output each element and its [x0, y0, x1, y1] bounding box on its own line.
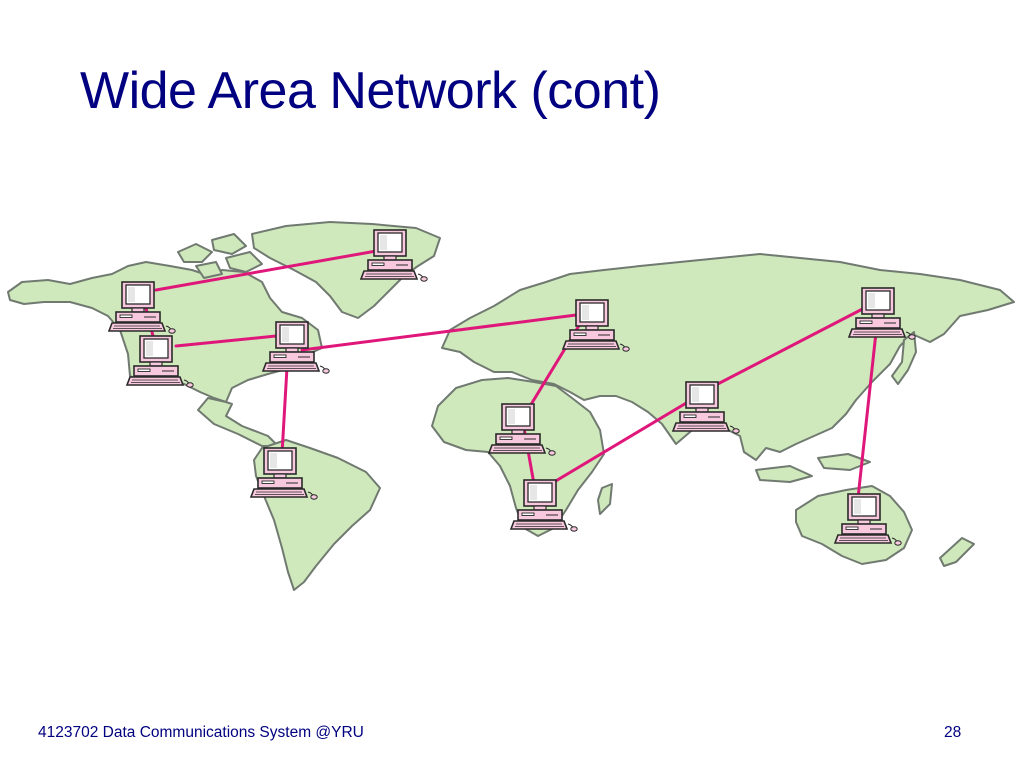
link-southern-africa-south-asia	[542, 394, 700, 490]
page-number: 28	[944, 724, 962, 741]
network-links	[144, 248, 880, 500]
slide-title: Wide Area Network (cont)	[80, 62, 661, 120]
link-south-asia-east-asia	[708, 300, 878, 390]
arctic-island	[211, 233, 247, 255]
link-east-asia-australia	[856, 312, 880, 500]
footer-text: 4123702 Data Communications System @YRU	[38, 724, 364, 741]
link-canada-greenland	[154, 248, 384, 292]
new-zealand	[939, 537, 975, 567]
arctic-island	[195, 261, 223, 279]
link-usa-east-europe	[300, 312, 586, 352]
arctic-island	[177, 243, 213, 263]
arctic-island	[225, 251, 263, 273]
link-usa-west-usa-east	[174, 334, 278, 348]
indonesia	[755, 465, 813, 483]
madagascar	[597, 483, 613, 515]
